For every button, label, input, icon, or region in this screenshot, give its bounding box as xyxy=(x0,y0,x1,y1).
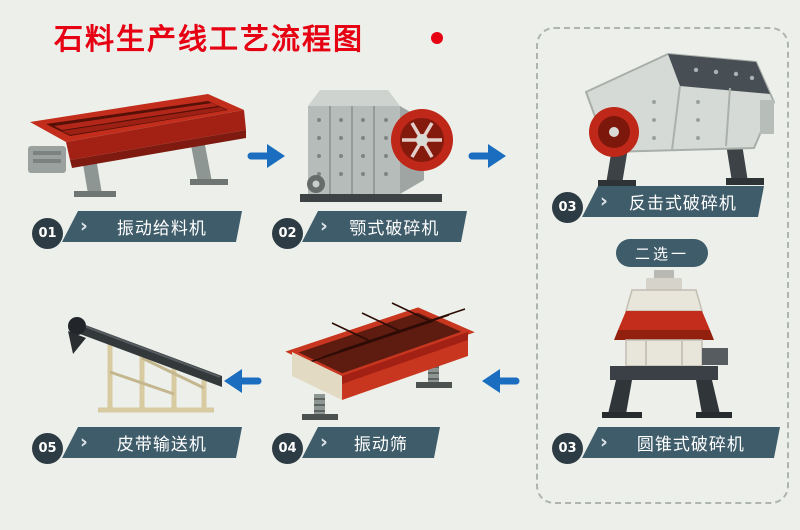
vibrating-feeder-illustration xyxy=(22,88,252,206)
step-label-cone: › 圆锥式破碎机 xyxy=(582,427,780,458)
impact-crusher-icon xyxy=(584,52,776,187)
step-number-02: 02 xyxy=(272,218,303,249)
step-number-03-cone: 03 xyxy=(552,433,583,464)
chevron-right-icon: › xyxy=(80,214,88,237)
flow-arrow-right-icon xyxy=(468,141,508,171)
chevron-right-icon: › xyxy=(320,214,328,237)
step-label-text: 圆锥式破碎机 xyxy=(636,435,745,455)
step-label-jaw: › 颚式破碎机 xyxy=(302,211,467,242)
impact-crusher-illustration xyxy=(550,40,786,192)
flow-arrow-left-icon xyxy=(222,366,262,396)
vibrating-screen-illustration xyxy=(276,298,482,430)
belt-conveyor-illustration xyxy=(66,300,230,424)
vibrating-feeder-icon xyxy=(28,94,246,197)
flow-arrow-left-icon xyxy=(480,366,520,396)
step-label-text: 振动给料机 xyxy=(116,219,207,239)
step-label-feeder: › 振动给料机 xyxy=(62,211,242,242)
jaw-crusher-icon xyxy=(300,90,453,202)
choose-one-badge: 二选一 xyxy=(616,239,708,267)
step-label-text: 皮带输送机 xyxy=(116,435,207,455)
chevron-right-icon: › xyxy=(320,430,328,453)
step-label-screen: › 振动筛 xyxy=(302,427,440,458)
step-number-04: 04 xyxy=(272,433,303,464)
step-label-text: 颚式破碎机 xyxy=(349,219,440,239)
belt-conveyor-icon xyxy=(68,317,222,413)
step-number-03-impact: 03 xyxy=(552,192,583,223)
step-label-impact: › 反击式破碎机 xyxy=(582,186,764,217)
cone-crusher-illustration xyxy=(598,268,732,426)
step-number-01: 01 xyxy=(32,218,63,249)
step-label-belt: › 皮带输送机 xyxy=(62,427,242,458)
step-number-05: 05 xyxy=(32,433,63,464)
chevron-right-icon: › xyxy=(80,430,88,453)
page-title: 石料生产线工艺流程图 xyxy=(54,22,365,56)
step-label-text: 振动筛 xyxy=(353,435,408,455)
choose-one-group-box xyxy=(536,27,789,504)
title-dot-decoration xyxy=(431,32,443,44)
chevron-right-icon: › xyxy=(600,430,608,453)
jaw-crusher-illustration xyxy=(286,76,458,208)
flow-arrow-right-icon xyxy=(247,141,287,171)
vibrating-screen-icon xyxy=(285,302,475,420)
step-label-text: 反击式破碎机 xyxy=(628,194,737,214)
chevron-right-icon: › xyxy=(600,189,608,212)
cone-crusher-icon xyxy=(602,270,732,418)
